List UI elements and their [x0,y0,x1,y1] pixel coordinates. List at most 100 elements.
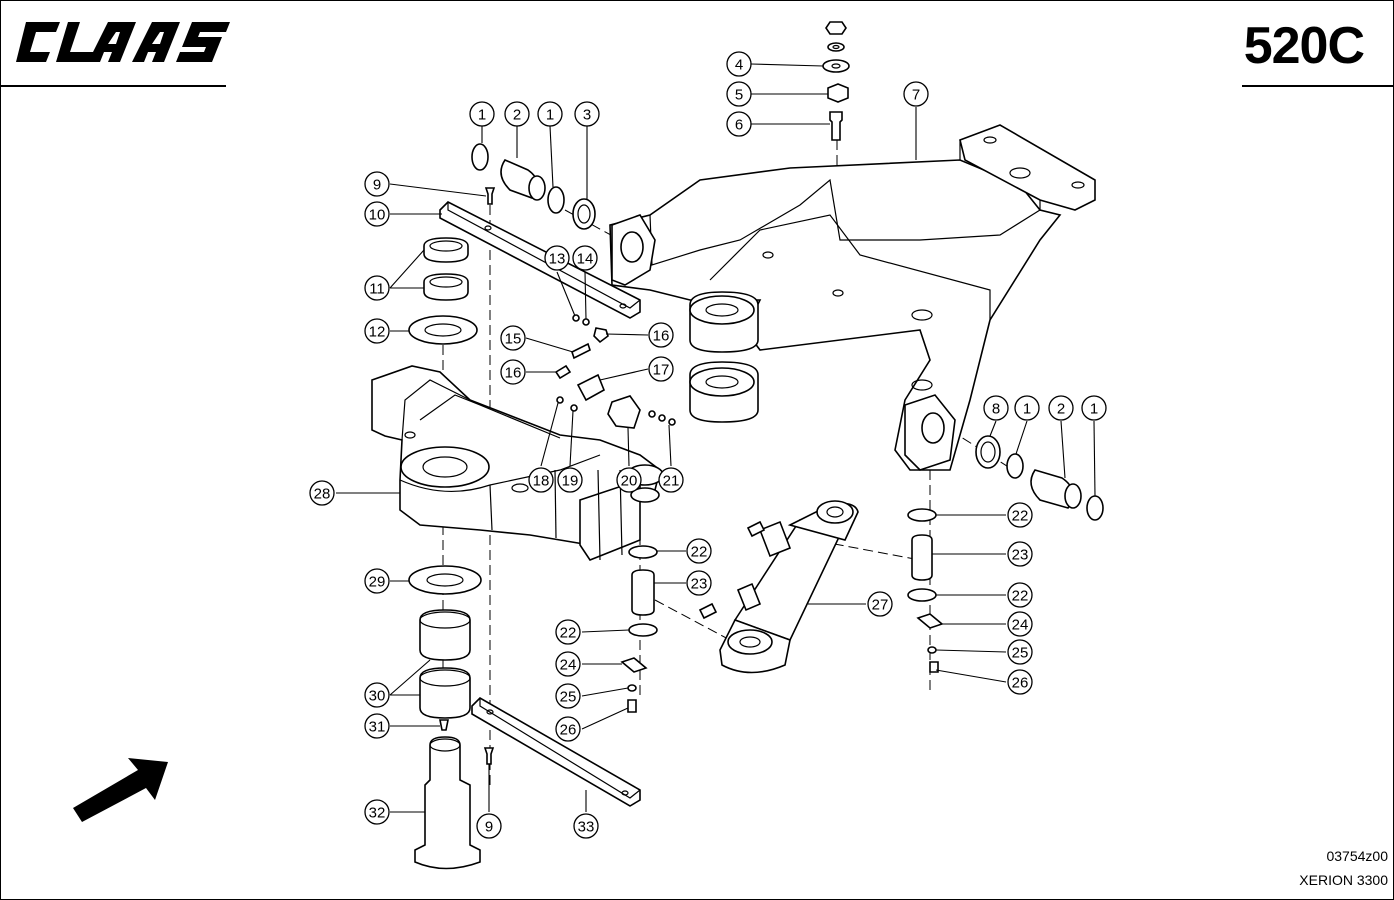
drawing-number: 03754z00 [1326,848,1388,864]
callout-circle [364,713,390,739]
callout-circle [364,275,390,301]
leader-lines [336,63,1096,813]
callout-18: 18 [528,467,554,493]
callout-16: 16 [648,322,674,348]
callout-circle [648,356,674,382]
top-fasteners [822,21,850,141]
direction-arrow-icon [73,758,168,822]
callout-label: 2 [513,107,521,124]
callout-22: 22 [1007,582,1033,608]
callout-circle [364,799,390,825]
callout-15: 15 [500,325,526,351]
callout-label: 14 [577,251,594,268]
callout-circle [500,325,526,351]
callout-8: 8 [983,395,1009,421]
cylinder-mount-hardware [620,508,944,713]
callout-label: 1 [1023,401,1031,418]
callout-label: 27 [872,597,889,614]
callout-circle [572,245,598,271]
callout-23: 23 [1007,541,1033,567]
callout-circle [1007,502,1033,528]
callout-label: 24 [1012,617,1029,634]
callout-label: 22 [1012,508,1029,525]
axle-frame [609,124,1096,471]
callout-20: 20 [616,467,642,493]
callout-24: 24 [1007,611,1033,637]
callout-27: 27 [867,591,893,617]
callout-circle [648,322,674,348]
callout-circle [1007,669,1033,695]
bearing-rings-upper [408,237,478,345]
callout-label: 10 [369,207,386,224]
callout-22: 22 [555,619,581,645]
callout-circle [555,619,581,645]
callout-25: 25 [1007,639,1033,665]
callout-circle [1007,639,1033,665]
callout-circle [574,101,600,127]
callout-7: 7 [903,81,929,107]
callout-31: 31 [364,713,390,739]
callout-label: 5 [735,87,743,104]
callout-circle [573,813,599,839]
pivot-pin-set-left [471,143,596,230]
callout-label: 25 [560,689,577,706]
callout-label: 29 [369,574,386,591]
callout-12: 12 [364,318,390,344]
callout-label: 19 [562,473,579,490]
callout-label: 32 [369,805,386,822]
callout-circle [555,651,581,677]
callout-label: 8 [992,401,1000,418]
steering-cylinder [698,500,859,674]
callout-label: 9 [373,177,381,194]
callout-label: 1 [546,107,554,124]
callout-22: 22 [686,538,712,564]
page-code: 520C [1243,17,1365,75]
callout-24: 24 [555,651,581,677]
callout-circle [903,81,929,107]
callout-circle [544,245,570,271]
callout-label: 20 [621,473,638,490]
callout-circle [1048,395,1074,421]
callout-label: 23 [691,576,708,593]
callout-1: 1 [1081,395,1107,421]
callout-28: 28 [309,480,335,506]
callout-1: 1 [469,101,495,127]
callout-label: 17 [653,362,670,379]
callout-25: 25 [555,683,581,709]
callout-circle [1081,395,1107,421]
callout-label: 30 [369,688,386,705]
callout-label: 22 [560,625,577,642]
callout-label: 33 [578,819,595,836]
callout-label: 21 [663,473,680,490]
callout-circle [309,480,335,506]
callout-circle [476,813,502,839]
callout-label: 31 [369,719,386,736]
callout-29: 29 [364,568,390,594]
callout-circle [528,467,554,493]
callout-circle [1007,611,1033,637]
callout-circle [364,171,390,197]
callout-32: 32 [364,799,390,825]
callout-17: 17 [648,356,674,382]
callout-9: 9 [364,171,390,197]
upper-plate [439,187,641,319]
callout-circle [726,111,752,137]
callout-label: 2 [1057,401,1065,418]
callout-circle [1007,541,1033,567]
callout-5: 5 [726,81,752,107]
callout-circle [557,467,583,493]
small-fittings [554,314,676,429]
callout-circle [686,570,712,596]
model-name: XERION 3300 [1299,872,1388,888]
callout-33: 33 [573,813,599,839]
callout-label: 12 [369,324,386,341]
callout-label: 25 [1012,645,1029,662]
callout-label: 26 [560,722,577,739]
callout-circle [658,467,684,493]
callout-label: 28 [314,486,331,503]
callout-label: 11 [369,281,385,298]
callout-23: 23 [686,570,712,596]
callout-11: 11 [364,275,390,301]
